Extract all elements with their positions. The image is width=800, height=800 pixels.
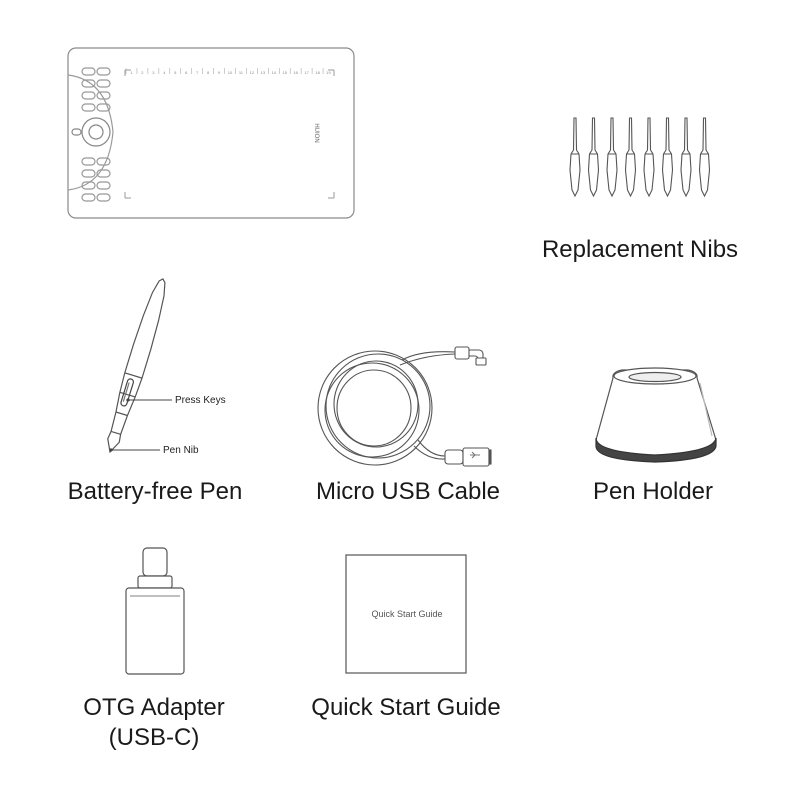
caption-otg-adapter: OTG Adapter (USB-C) bbox=[44, 693, 264, 753]
ruler-number: 3 bbox=[152, 70, 155, 75]
express-keys-bottom bbox=[81, 157, 111, 202]
caption-quick-start-guide: Quick Start Guide bbox=[311, 694, 501, 721]
caption-micro-usb-cable: Micro USB Cable bbox=[315, 478, 501, 505]
pen-holder bbox=[595, 367, 717, 463]
ruler-number: 5 bbox=[174, 70, 177, 75]
ruler-number: 16 bbox=[293, 70, 298, 75]
ruler-number: 8 bbox=[207, 70, 210, 75]
active-area-corners bbox=[124, 69, 335, 199]
ruler-number: 11 bbox=[239, 70, 244, 75]
dial-icon bbox=[71, 117, 111, 147]
caption-battery-free-pen: Battery-free Pen bbox=[67, 478, 243, 505]
ruler-number: 2 bbox=[141, 70, 144, 75]
caption-pen-holder: Pen Holder bbox=[592, 478, 714, 505]
ruler-number: 19 bbox=[326, 70, 331, 75]
drawing-tablet bbox=[67, 47, 355, 219]
pen-nib-label: Pen Nib bbox=[163, 445, 199, 456]
quick-start-guide-booklet bbox=[345, 554, 467, 674]
nib bbox=[624, 117, 637, 198]
battery-free-pen bbox=[107, 278, 172, 454]
nib bbox=[587, 117, 600, 198]
nib bbox=[698, 117, 711, 198]
nib bbox=[643, 117, 655, 198]
ruler-number: 14 bbox=[272, 70, 277, 75]
replacement-nibs bbox=[569, 117, 711, 198]
nib bbox=[661, 117, 674, 198]
caption-replacement-nibs: Replacement Nibs bbox=[541, 236, 739, 263]
press-keys-label: Press Keys bbox=[175, 395, 226, 406]
ruler-number: 17 bbox=[304, 70, 309, 75]
otg-adapter bbox=[125, 547, 185, 675]
ruler-number: 12 bbox=[250, 70, 255, 75]
express-keys-top bbox=[81, 67, 111, 112]
tablet-brand-label: HUION bbox=[313, 123, 319, 142]
ruler-number: 1 bbox=[130, 70, 133, 75]
caption-otg-adapter-line2: (USB-C) bbox=[108, 724, 200, 751]
nib bbox=[606, 117, 618, 198]
ruler-number: 18 bbox=[315, 70, 320, 75]
ruler-number: 6 bbox=[185, 70, 188, 75]
ruler-number: 13 bbox=[261, 70, 266, 75]
nib bbox=[680, 117, 692, 198]
micro-usb-cable bbox=[317, 346, 492, 467]
caption-otg-adapter-line1: OTG Adapter bbox=[83, 694, 225, 721]
ruler-number: 10 bbox=[228, 70, 233, 75]
ruler-number: 7 bbox=[196, 70, 199, 75]
guide-cover-text: Quick Start Guide bbox=[371, 609, 442, 619]
ruler-number: 9 bbox=[218, 70, 221, 75]
nib bbox=[569, 117, 581, 198]
ruler-number: 15 bbox=[283, 70, 288, 75]
ruler-number: 4 bbox=[163, 70, 166, 75]
